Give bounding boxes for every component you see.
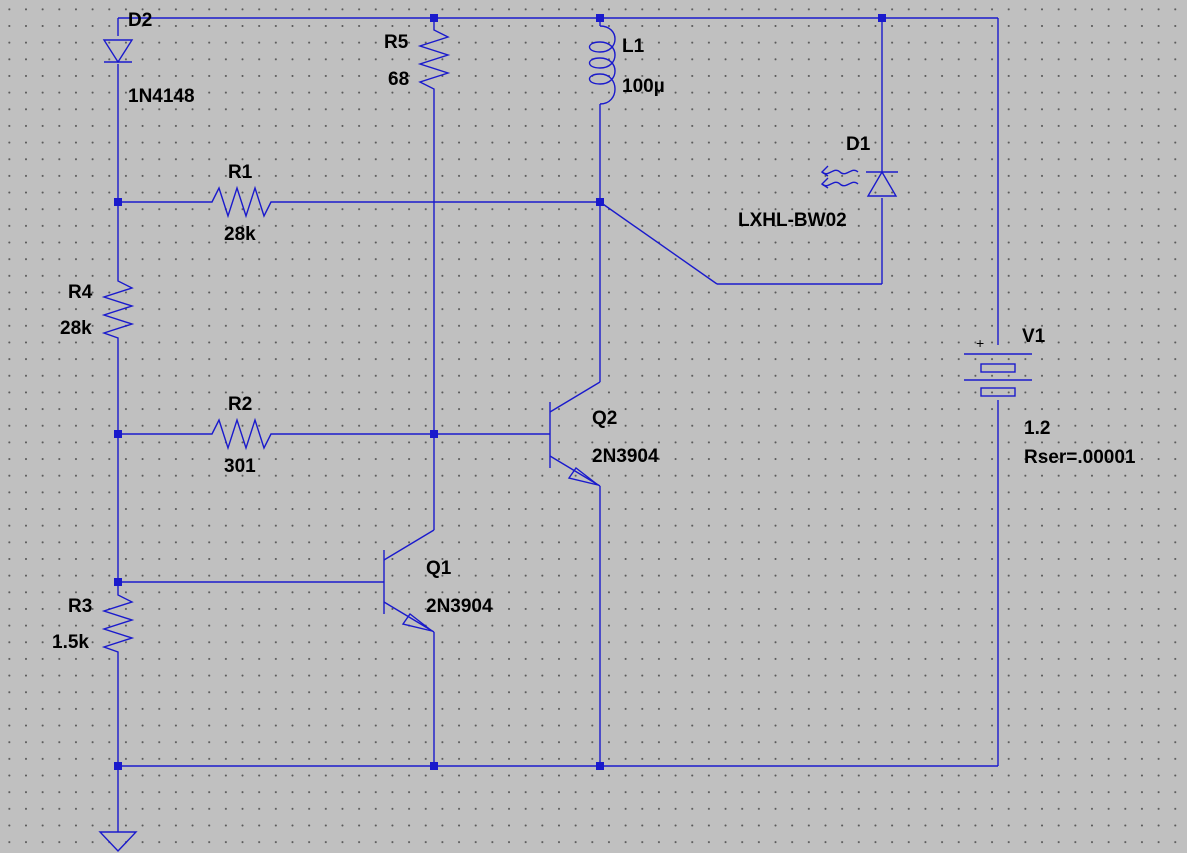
d1-ref: D1 (846, 134, 871, 155)
d2-value: 1N4148 (128, 86, 195, 107)
resistor-r4[interactable]: R4 28k (60, 276, 135, 343)
transistor-q1[interactable]: Q1 2N3904 (383, 529, 493, 633)
wires (117, 17, 999, 832)
r1-ref: R1 (228, 162, 253, 183)
battery-v1[interactable]: + V1 1.2 Rser=.00001 (964, 326, 1136, 468)
resistor-r5[interactable]: R5 68 (384, 27, 451, 94)
d1-value: LXHL-BW02 (738, 210, 847, 231)
r3-ref: R3 (68, 596, 92, 617)
q1-ref: Q1 (426, 558, 452, 579)
led-d1[interactable]: D1 LXHL-BW02 (738, 134, 898, 231)
r5-ref: R5 (384, 32, 409, 53)
d2-ref: D2 (128, 10, 152, 31)
inductor-l1[interactable]: L1 100µ (588, 25, 665, 105)
resistor-r1[interactable]: R1 28k (206, 162, 278, 245)
v1-rser: Rser=.00001 (1024, 447, 1136, 468)
r2-ref: R2 (228, 394, 252, 415)
resistor-r2[interactable]: R2 301 (206, 394, 278, 477)
r3-value: 1.5k (52, 632, 89, 653)
q2-ref: Q2 (592, 408, 617, 429)
junctions (114, 14, 886, 770)
r2-value: 301 (224, 456, 256, 477)
light-emission-icon (820, 165, 859, 189)
l1-ref: L1 (622, 36, 645, 57)
r4-ref: R4 (68, 282, 93, 303)
v1-plus-sign: + (976, 335, 984, 351)
q1-value: 2N3904 (426, 596, 493, 617)
v1-value: 1.2 (1024, 418, 1050, 439)
r5-value: 68 (388, 69, 409, 90)
q2-value: 2N3904 (592, 446, 659, 467)
transistor-q2[interactable]: Q2 2N3904 (549, 381, 659, 487)
r1-value: 28k (224, 224, 256, 245)
v1-ref: V1 (1022, 326, 1046, 347)
l1-value: 100µ (622, 76, 665, 97)
ground-icon (98, 831, 138, 853)
resistor-r3[interactable]: R3 1.5k (52, 590, 135, 658)
r4-value: 28k (60, 318, 92, 339)
diode-d2[interactable]: D2 1N4148 (102, 10, 195, 107)
